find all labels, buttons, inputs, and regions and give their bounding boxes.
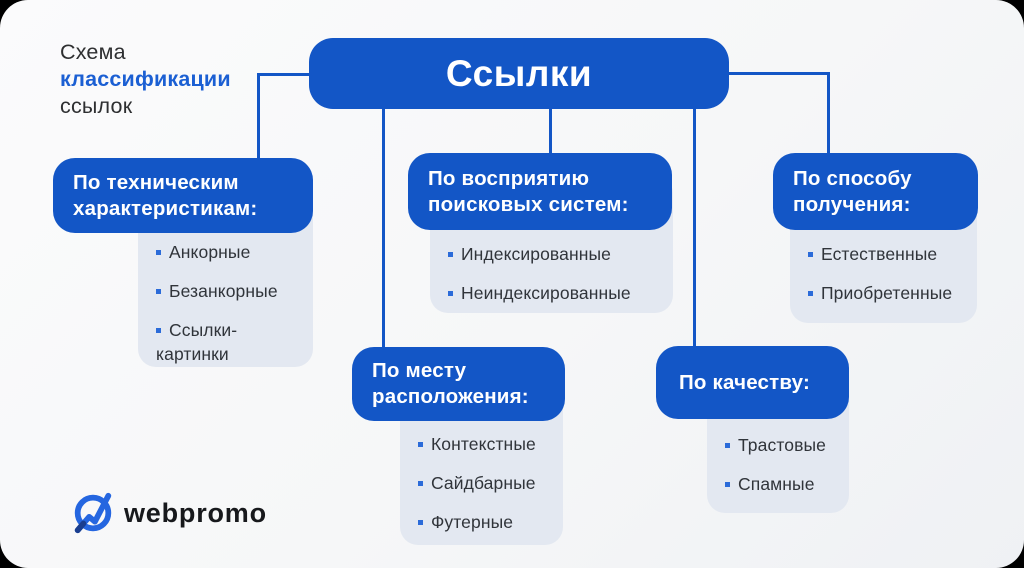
list-item: Ссылки-картинки bbox=[156, 318, 305, 366]
list-item: Естественные bbox=[808, 242, 969, 266]
list-item-label: Анкорные bbox=[169, 242, 251, 262]
bullet-icon bbox=[418, 519, 423, 525]
bullet-icon bbox=[448, 251, 453, 257]
bullet-icon bbox=[725, 481, 730, 487]
list-item-label: Сайдбарные bbox=[431, 473, 536, 493]
list-item: Безанкорные bbox=[156, 279, 305, 303]
bullet-icon bbox=[808, 290, 813, 296]
branch-box-placement: По месту расположения: bbox=[352, 347, 565, 421]
branch-title-line: получения: bbox=[793, 192, 911, 216]
caption-line-3: ссылок bbox=[60, 94, 133, 118]
list-item-label: Безанкорные bbox=[169, 281, 278, 301]
connector-right-vertical bbox=[827, 72, 830, 155]
list-item-label: Приобретенные bbox=[821, 283, 953, 303]
connector-perception bbox=[549, 108, 552, 155]
list-item-label: Индексированные bbox=[461, 244, 612, 264]
branch-title-line: По способу bbox=[793, 166, 912, 190]
list-item-label: Спамные bbox=[738, 474, 815, 494]
bullet-icon bbox=[418, 441, 423, 447]
connector-left-vertical bbox=[257, 73, 260, 160]
bullet-icon bbox=[418, 480, 423, 486]
list-item: Футерные bbox=[418, 510, 555, 534]
diagram-caption: Схема классификации ссылок bbox=[60, 39, 231, 120]
list-item-label: Ссылки-картинки bbox=[156, 320, 238, 364]
branch-title-line: По качеству: bbox=[679, 370, 811, 394]
branch-title-line: расположения: bbox=[372, 385, 529, 408]
list-item: Спамные bbox=[725, 472, 841, 496]
list-item: Анкорные bbox=[156, 240, 305, 264]
bullet-icon bbox=[725, 442, 730, 448]
branch-title-line: По восприятию bbox=[428, 166, 590, 190]
branch-title-line: По техническим bbox=[73, 170, 239, 194]
list-item-label: Неиндексированные bbox=[461, 283, 631, 303]
caption-line-1: Схема bbox=[60, 40, 126, 64]
root-node-title: Ссылки bbox=[445, 52, 593, 94]
branch-box-acquisition: По способу получения: bbox=[773, 153, 978, 230]
list-item-label: Футерные bbox=[431, 512, 514, 532]
root-node-links: Ссылки bbox=[309, 38, 729, 109]
list-item-label: Трастовые bbox=[738, 435, 826, 455]
bullet-icon bbox=[156, 327, 161, 333]
bullet-icon bbox=[156, 288, 161, 294]
list-item: Приобретенные bbox=[808, 281, 969, 305]
branch-box-quality: По качеству: bbox=[656, 346, 849, 419]
list-item: Трастовые bbox=[725, 433, 841, 457]
connector-left-horizontal bbox=[257, 73, 312, 76]
webpromo-logo-text: webpromo bbox=[124, 497, 267, 528]
branch-box-perception: По восприятию поисковых систем: bbox=[408, 153, 672, 230]
bullet-icon bbox=[448, 290, 453, 296]
webpromo-logo: webpromo bbox=[70, 490, 267, 536]
branch-title-line: По месту bbox=[372, 359, 467, 382]
list-item: Контекстные bbox=[418, 432, 555, 456]
caption-line-2: классификации bbox=[60, 67, 231, 91]
branch-title-line: характеристикам: bbox=[73, 196, 258, 220]
list-item: Индексированные bbox=[448, 242, 665, 266]
list-item-label: Естественные bbox=[821, 244, 938, 264]
webpromo-rings-icon bbox=[74, 492, 112, 534]
connector-placement bbox=[382, 108, 385, 349]
branch-title-line: поисковых систем: bbox=[428, 192, 629, 216]
bullet-icon bbox=[808, 251, 813, 257]
list-item-label: Контекстные bbox=[431, 434, 536, 454]
list-item: Сайдбарные bbox=[418, 471, 555, 495]
connector-quality bbox=[693, 108, 696, 348]
connector-right-horizontal bbox=[725, 72, 830, 75]
bullet-icon bbox=[156, 249, 161, 255]
branch-box-technical: По техническим характеристикам: bbox=[53, 158, 313, 233]
list-item: Неиндексированные bbox=[448, 281, 665, 305]
